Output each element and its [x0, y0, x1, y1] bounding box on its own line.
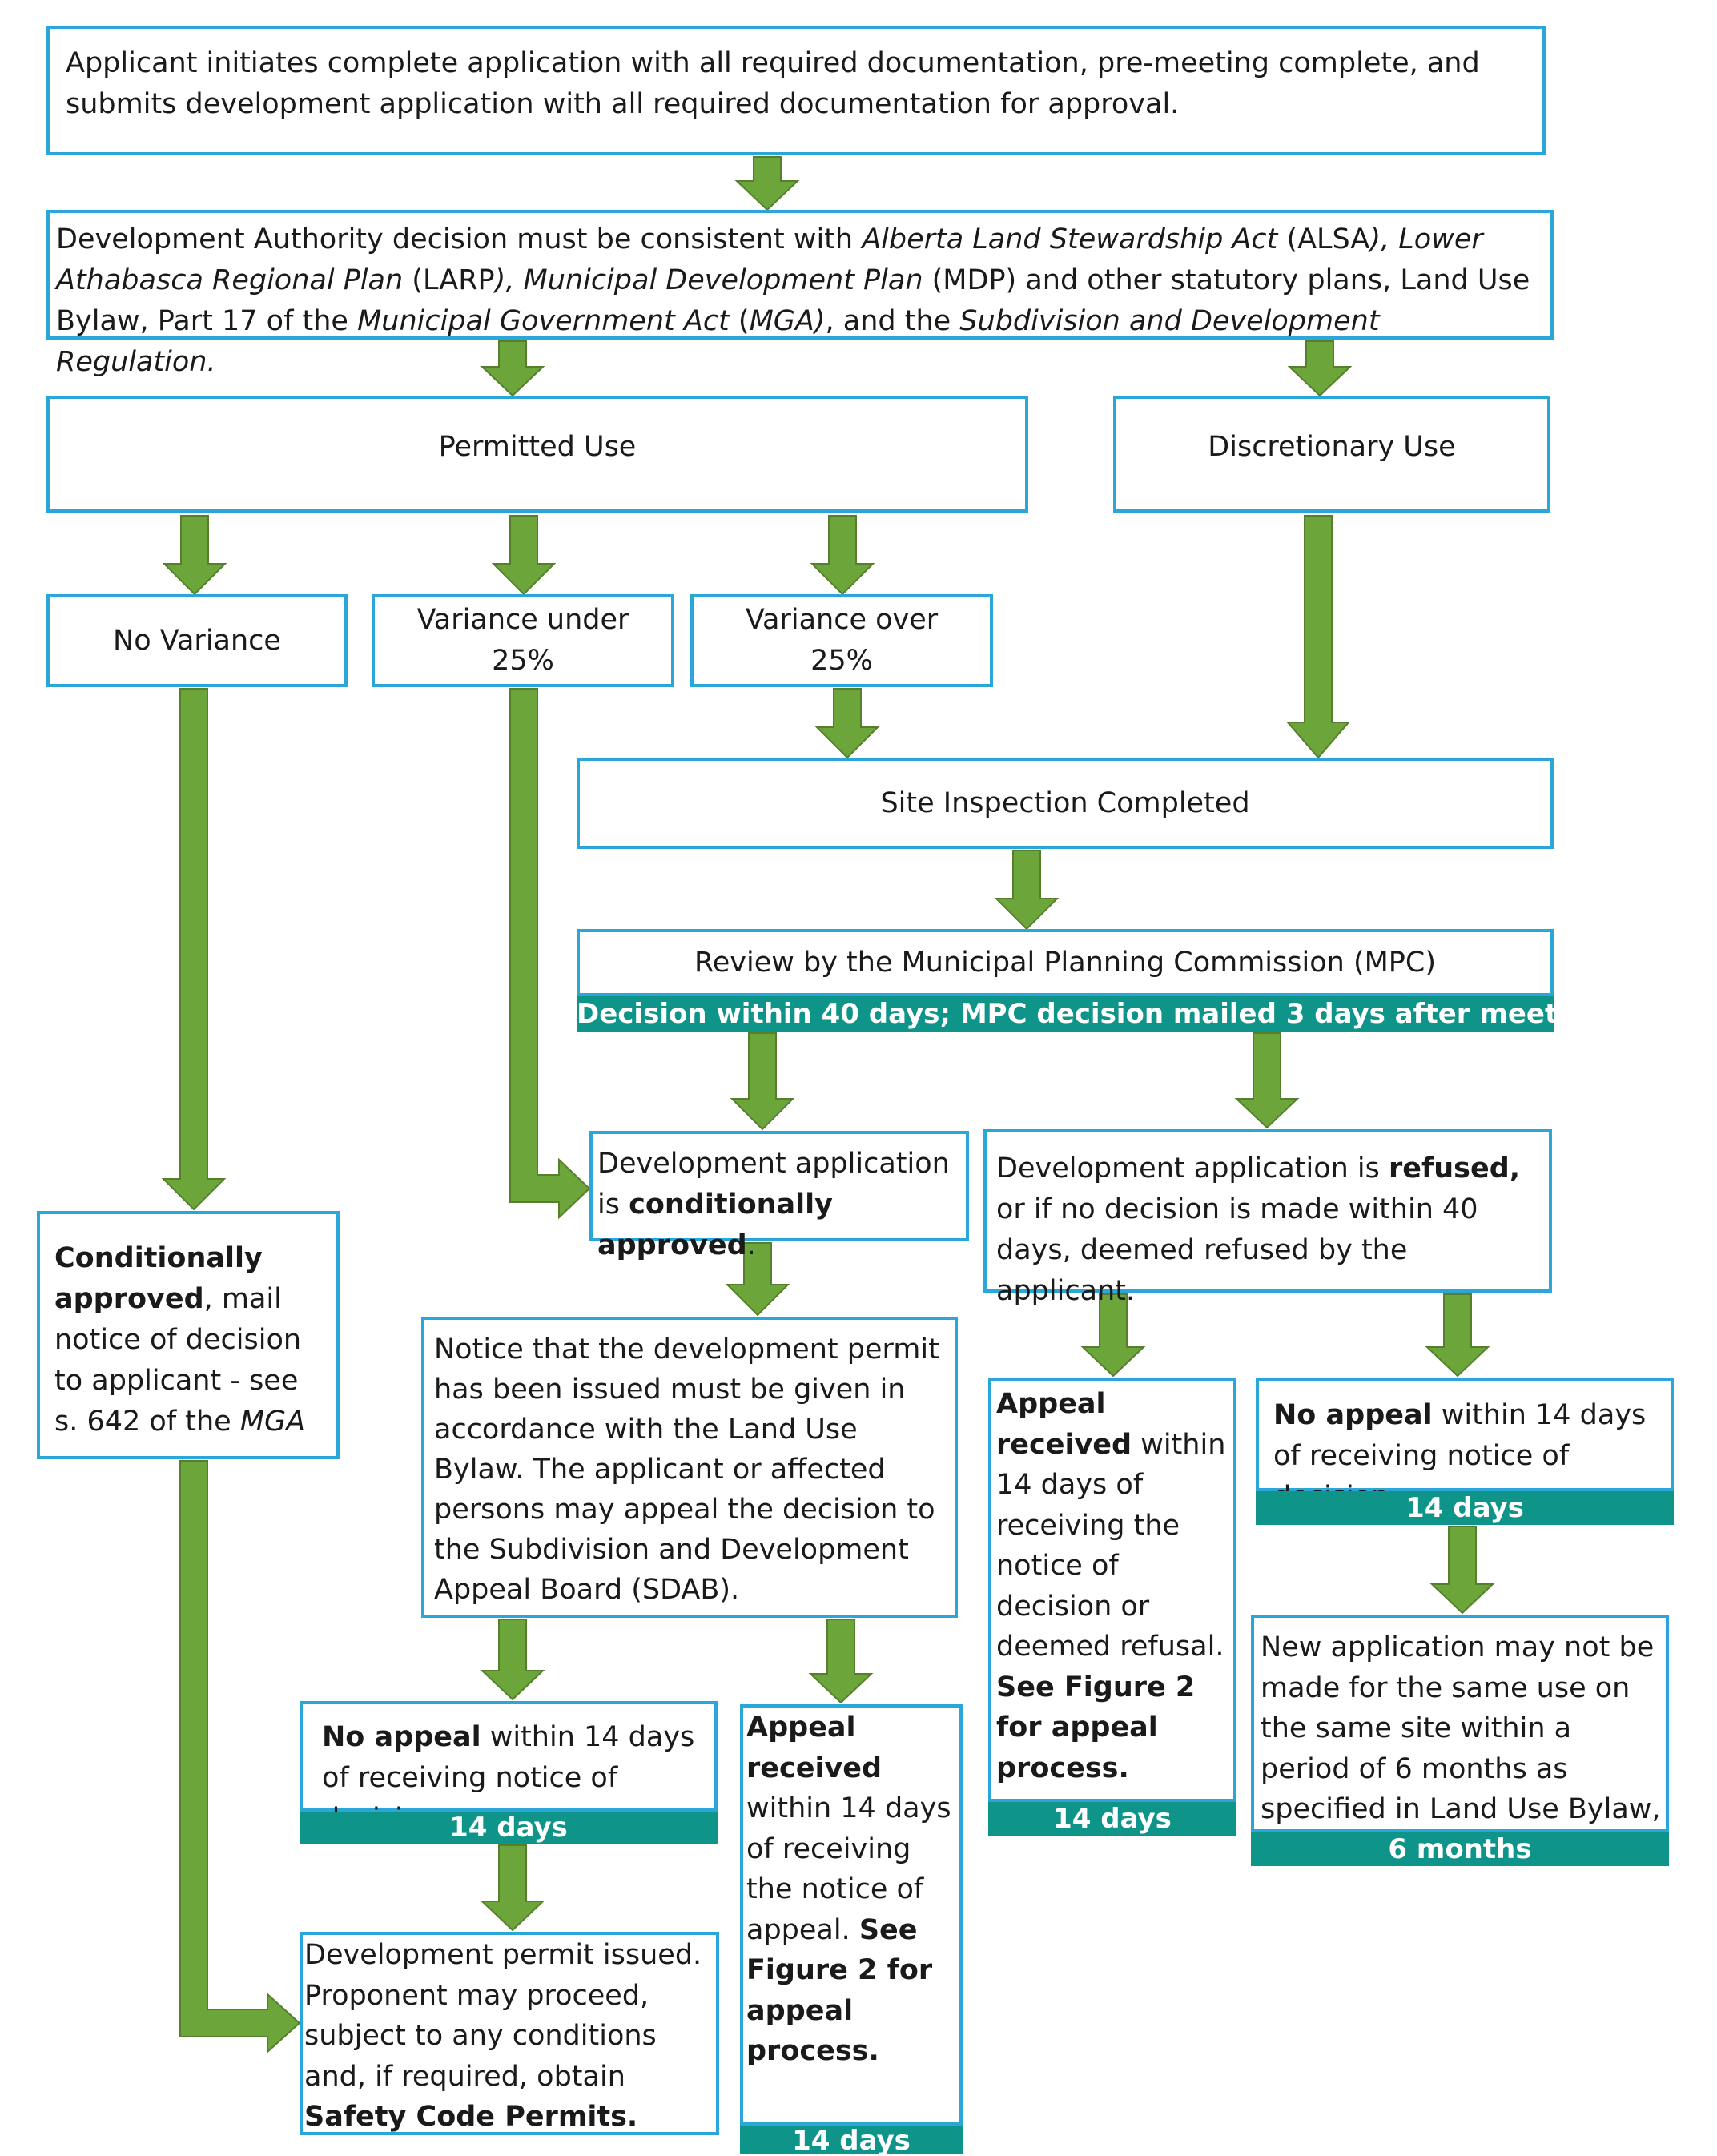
cond-approved-bold: conditionally approved — [597, 1189, 833, 1261]
site-inspection-label: Site Inspection Completed — [880, 786, 1250, 819]
appeal-refusal-bold-2: See Figure 2 for appeal process. — [996, 1671, 1196, 1784]
arrow-cond-approved-to-notice — [725, 1242, 790, 1317]
notice-text: Notice that the development permit has b… — [434, 1333, 939, 1606]
no-appeal-left-bar-text: 14 days — [449, 1812, 568, 1844]
arrow-permitted-to-no-variance — [162, 515, 227, 596]
appeal-notice-text: within 14 days of receiving the notice o… — [746, 1792, 951, 1946]
arrow-notice-to-no-appeal — [480, 1619, 545, 1701]
authority-regulation: Subdivision and Development Regulation. — [56, 305, 1380, 378]
arrow-mpc-to-cond-approved — [730, 1032, 795, 1131]
arrow-variance-over-to-site-inspection — [814, 688, 880, 759]
no-appeal-left-bar: 14 days — [300, 1812, 718, 1844]
authority-mga-abbrev: MGA) — [749, 305, 826, 337]
node-refused: Development application is refused, or i… — [983, 1129, 1552, 1307]
node-conditionally-approved: Development application is conditionally… — [589, 1131, 969, 1261]
node-appeal-received-notice: Appeal received within 14 days of receiv… — [740, 1704, 963, 2126]
node-notice: Notice that the development permit has b… — [421, 1317, 958, 1618]
new-application-text: New application may not be made for the … — [1261, 1631, 1661, 1866]
no-appeal-right-bold: No appeal — [1273, 1399, 1433, 1431]
appeal-notice-bold-2: See Figure 2 for appeal process. — [746, 1913, 933, 2068]
arrow-authority-to-permitted — [480, 340, 545, 397]
authority-plan-larp: ), Lower Athabasca Regional Plan — [56, 223, 1483, 296]
node-new-application: New application may not be made for the … — [1251, 1615, 1669, 1866]
no-appeal-left-bold: No appeal — [322, 1721, 481, 1753]
no-appeal-right-bar: 14 days — [1256, 1491, 1674, 1525]
arrow-discretionary-to-site-inspection — [1285, 515, 1351, 759]
arrow-notice-to-appeal-received — [808, 1619, 874, 1704]
permitted-use-label: Permitted Use — [438, 430, 637, 463]
mpc-review-label: Review by the Municipal Planning Commiss… — [694, 946, 1436, 979]
arrow-no-appeal-to-new-application — [1429, 1526, 1495, 1615]
node-start: Applicant initiates complete application… — [46, 26, 1546, 155]
appeal-notice-bar-text: 14 days — [792, 2126, 911, 2154]
mpc-decision-text: Decision within 40 days; MPC decision ma… — [577, 998, 1554, 1030]
node-no-appeal-refusal: No appeal within 14 days of receiving no… — [1256, 1378, 1674, 1513]
authority-text-6: , and the — [825, 305, 960, 337]
appeal-notice-bar: 14 days — [740, 2126, 963, 2154]
node-mpc-review: Review by the Municipal Planning Commiss… — [577, 929, 1554, 996]
variance-under-label: Variance under 25% — [416, 604, 629, 677]
node-appeal-received-refusal: Appeal received within 14 days of receiv… — [988, 1378, 1236, 1802]
cond-mail-mga: MGA — [239, 1406, 306, 1438]
node-authority: Development Authority decision must be c… — [46, 210, 1554, 378]
node-no-appeal-permit: No appeal within 14 days of receiving no… — [300, 1701, 718, 1835]
appeal-refusal-text: within 14 days of receiving the notice o… — [996, 1428, 1226, 1663]
arrow-authority-to-discretionary — [1287, 340, 1353, 397]
permit-issued-text: Development permit issued. Proponent may… — [304, 1939, 702, 2093]
refused-text-1: Development application is — [996, 1152, 1389, 1185]
node-no-variance: No Variance — [46, 594, 348, 687]
appeal-refusal-bold-1: Appeal received — [996, 1388, 1132, 1461]
arrow-variance-under-to-cond-approved — [509, 688, 591, 1220]
arrow-site-inspection-to-mpc — [994, 850, 1060, 931]
cond-approved-text-2: . — [746, 1229, 756, 1261]
arrow-permitted-to-variance-under — [491, 515, 557, 596]
arrow-mpc-to-refused — [1234, 1032, 1300, 1129]
node-discretionary-use: Discretionary Use — [1113, 396, 1550, 513]
variance-over-label: Variance over 25% — [745, 604, 939, 677]
new-application-bar: 6 months — [1251, 1832, 1669, 1866]
arrow-no-variance-to-cond-mail — [161, 688, 227, 1211]
arrow-refused-to-appeal — [1080, 1293, 1146, 1378]
authority-plan-mdp: ), Municipal Development Plan — [494, 264, 923, 296]
refused-text-2: or if no decision is made within 40 days… — [996, 1193, 1478, 1307]
mpc-decision-bar: Decision within 40 days; MPC decision ma… — [577, 996, 1554, 1032]
authority-act-alsa: Alberta Land Stewardship Act — [862, 223, 1278, 255]
node-permitted-use: Permitted Use — [46, 396, 1028, 513]
discretionary-use-label: Discretionary Use — [1208, 430, 1456, 463]
refused-bold: refused, — [1389, 1152, 1521, 1185]
no-appeal-right-bar-text: 14 days — [1405, 1492, 1524, 1524]
arrow-permitted-to-variance-over — [810, 515, 875, 596]
arrow-no-appeal-to-permit — [480, 1844, 545, 1932]
no-variance-label: No Variance — [113, 624, 281, 657]
arrow-start-to-authority — [734, 156, 800, 211]
node-variance-under: Variance under 25% — [372, 594, 674, 687]
authority-text-1: Development Authority decision must be c… — [56, 223, 863, 255]
appeal-refusal-bar-text: 14 days — [1053, 1803, 1172, 1835]
permit-issued-bold: Safety Code Permits. — [304, 2101, 638, 2133]
appeal-notice-bold-1: Appeal received — [746, 1712, 883, 1784]
new-application-bar-text: 6 months — [1388, 1833, 1532, 1865]
cond-mail-text: , mail notice of decision to applicant -… — [54, 1283, 302, 1438]
arrow-cond-mail-to-permit — [179, 1460, 301, 2054]
node-conditionally-approved-mail: Conditionally approved, mail notice of d… — [37, 1211, 340, 1459]
cond-mail-bold: Conditionally approved — [54, 1242, 263, 1315]
authority-text-5: ( — [729, 305, 750, 337]
appeal-refusal-bar: 14 days — [988, 1802, 1236, 1836]
authority-text-2: (ALSA — [1277, 223, 1370, 255]
node-permit-issued: Development permit issued. Proponent may… — [300, 1932, 719, 2135]
arrow-refused-to-no-appeal — [1425, 1293, 1490, 1378]
authority-text-4: (MDP) and other statutory plans, Land Us… — [56, 264, 1530, 337]
start-text: Applicant initiates complete application… — [66, 47, 1480, 120]
authority-text-3: (LARP — [403, 264, 495, 296]
node-site-inspection: Site Inspection Completed — [577, 758, 1554, 849]
node-variance-over: Variance over 25% — [690, 594, 993, 687]
authority-act-mga: Municipal Government Act — [357, 305, 730, 337]
cond-approved-text-1: Development application is — [597, 1148, 950, 1221]
